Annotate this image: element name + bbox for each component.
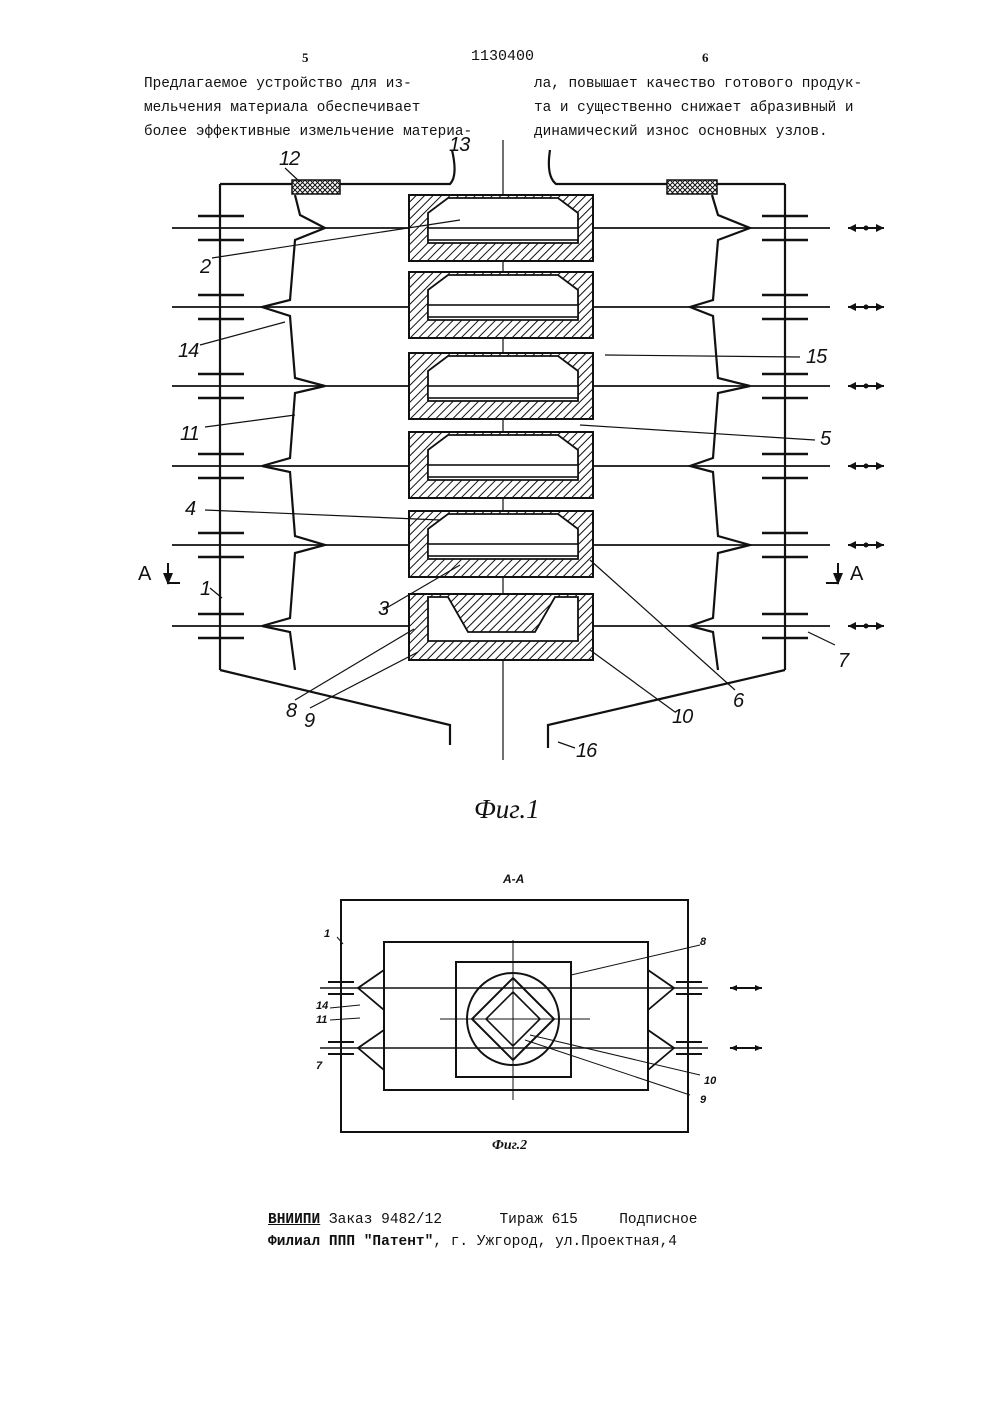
spring-left [262, 195, 325, 670]
footer-address: , г. Ужгород, ул.Проектная,4 [433, 1234, 677, 1250]
gasket-12-left [292, 180, 340, 194]
fig1-label-14: 14 [178, 340, 198, 363]
fig1-label-6: 6 [733, 690, 743, 713]
fig1-label-3: 3 [378, 598, 388, 621]
fig1-label-8: 8 [286, 700, 296, 723]
fig1-label-16: 16 [576, 740, 596, 763]
footer-order: Заказ 9482/12 [329, 1212, 442, 1228]
fig2-label-11: 11 [316, 1014, 327, 1026]
figure-2-caption: Фиг.2 [492, 1138, 527, 1154]
fig2-label-9: 9 [700, 1094, 706, 1106]
fig1-label-9: 9 [304, 710, 314, 733]
fig1-label-7: 7 [838, 650, 848, 673]
fig2-label-1: 1 [324, 928, 330, 940]
fig1-label-11: 11 [180, 423, 199, 446]
fig1-label-A-left: A [138, 563, 150, 586]
footer-org: ВНИИПИ [268, 1212, 320, 1228]
footer-circulation: Тираж 615 [499, 1212, 577, 1228]
fig1-label-12: 12 [279, 148, 299, 171]
gasket-12-right [667, 180, 717, 194]
fig1-label-4: 4 [185, 498, 195, 521]
fig2-label-10: 10 [704, 1075, 716, 1087]
footer-line-1: ВНИИПИ Заказ 9482/12 Тираж 615 Подписное [268, 1212, 698, 1228]
fig1-label-10: 10 [672, 706, 692, 729]
fig2-section-title: А-А [503, 872, 524, 886]
fig1-label-1: 1 [200, 578, 210, 601]
footer-subscription: Подписное [619, 1212, 697, 1228]
fig1-label-A-right: A [850, 563, 862, 586]
fig1-label-13: 13 [449, 134, 469, 157]
fig2-label-14: 14 [316, 1000, 328, 1012]
footer-line-2: Филиал ППП "Патент", г. Ужгород, ул.Прое… [268, 1234, 677, 1250]
fig1-label-2: 2 [200, 256, 210, 279]
fig2-label-7: 7 [316, 1060, 322, 1072]
fig2-label-8: 8 [700, 936, 706, 948]
footer-branch: Филиал ППП "Патент" [268, 1234, 433, 1250]
fig1-label-15: 15 [806, 346, 826, 369]
ring-stack [409, 195, 593, 660]
figure-1-caption: Фиг.1 [474, 794, 540, 825]
fig1-label-5: 5 [820, 428, 830, 451]
